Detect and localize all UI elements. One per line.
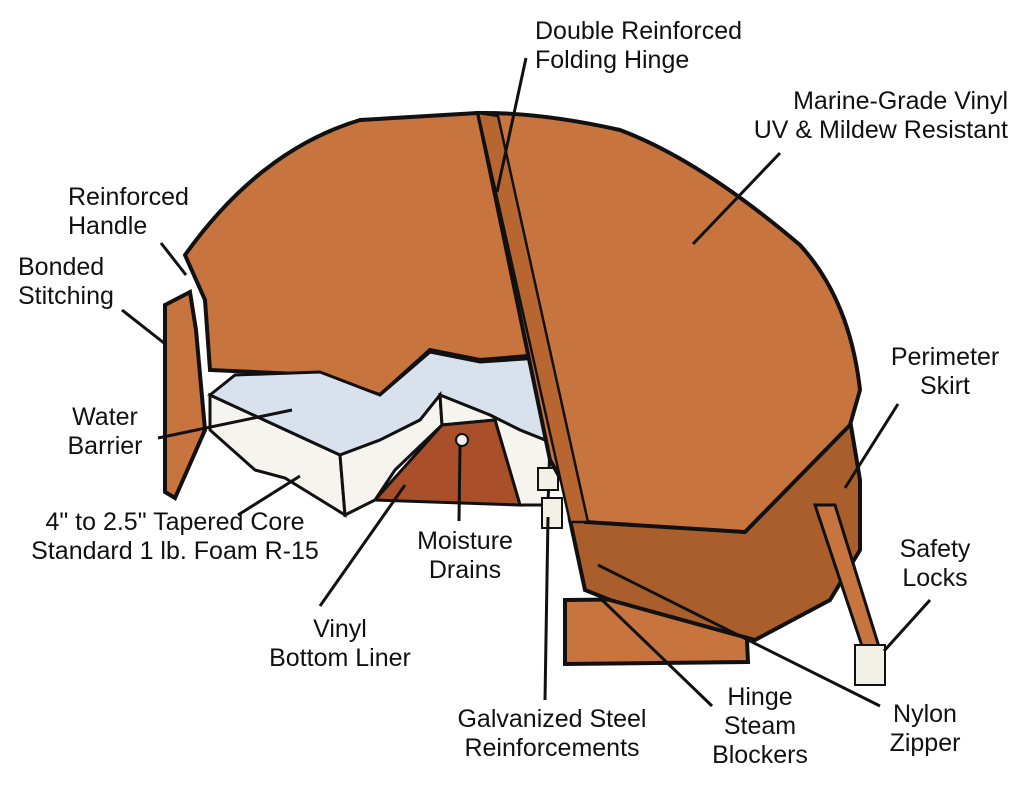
leader-lines <box>121 57 932 708</box>
label-stitching: Bonded Stitching <box>18 253 114 310</box>
label-steel: Galvanized Steel Reinforcements <box>457 705 647 762</box>
leader-barrier <box>157 408 293 440</box>
label-vinyl: Marine-Grade Vinyl UV & Mildew Resistant <box>753 87 1008 144</box>
bottom-liner <box>371 418 523 507</box>
leader-zipper <box>597 563 881 708</box>
left-skirt-panel <box>163 288 208 501</box>
leader-locks <box>882 598 932 653</box>
moisture-drain-hole <box>455 433 469 447</box>
label-liner: Vinyl Bottom Liner <box>269 615 411 672</box>
leader-hinge <box>495 57 528 193</box>
leader-vinyl <box>691 151 782 246</box>
leader-handle <box>159 242 188 276</box>
leader-core <box>237 474 301 517</box>
label-zipper: Nylon Zipper <box>889 700 961 757</box>
cover-right-half <box>475 110 863 535</box>
label-skirt: Perimeter Skirt <box>890 343 1000 400</box>
leader-skirt <box>843 403 900 489</box>
label-drains: Moisture Drains <box>417 527 513 584</box>
leader-drains <box>457 444 462 522</box>
steel-block-1 <box>537 467 559 491</box>
leader-liner <box>318 484 407 607</box>
label-blockers: Hinge Steam Blockers <box>712 683 808 769</box>
steel-block-2 <box>541 497 563 529</box>
hinge-strip <box>476 111 590 524</box>
label-locks: Safety Locks <box>899 535 971 592</box>
leader-steel <box>543 516 550 701</box>
label-barrier: Water Barrier <box>67 403 143 460</box>
label-hinge: Double Reinforced Folding Hinge <box>535 17 743 74</box>
safety-lock-buckle <box>854 644 886 686</box>
label-core: 4" to 2.5" Tapered Core Standard 1 lb. F… <box>31 508 319 565</box>
label-handle: Reinforced Handle <box>68 183 189 240</box>
leader-blockers <box>598 596 714 708</box>
leader-stitching <box>121 308 165 345</box>
